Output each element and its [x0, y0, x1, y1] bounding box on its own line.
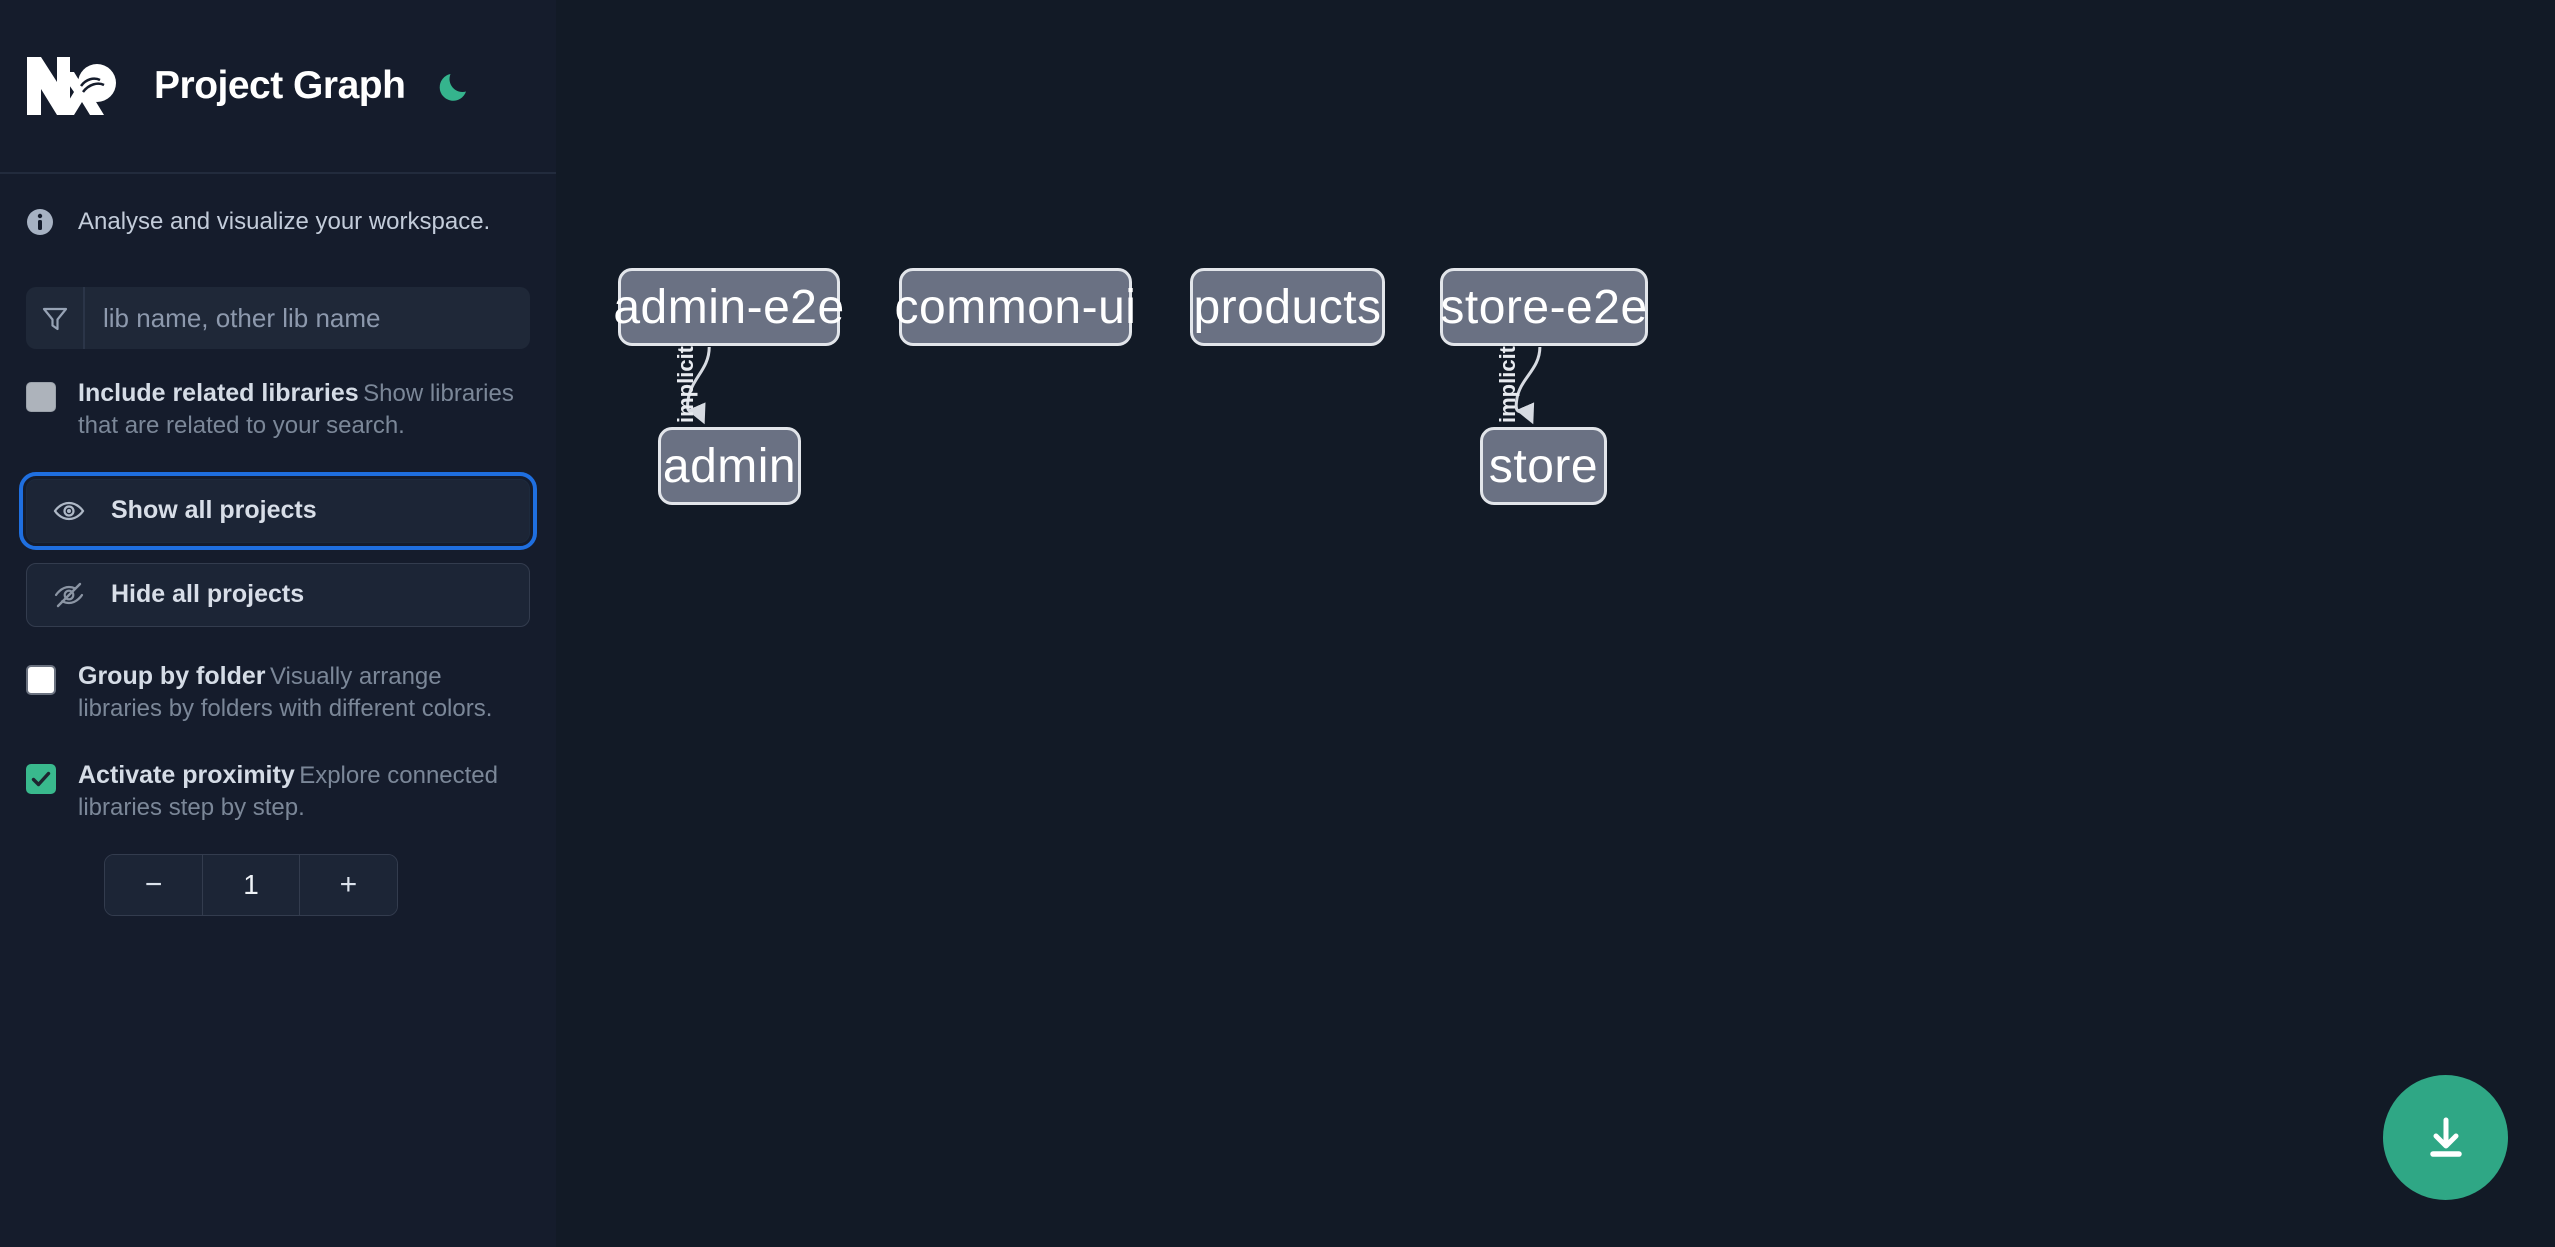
info-icon	[26, 208, 54, 236]
hide-all-projects-button[interactable]: Hide all projects	[26, 562, 530, 627]
show-all-projects-label: Show all projects	[111, 496, 317, 525]
filter-field[interactable]	[26, 287, 530, 349]
funnel-icon	[26, 287, 85, 349]
graph-node-products[interactable]: products	[1190, 268, 1385, 346]
sidebar: Project Graph Analyse and visualize your…	[0, 0, 556, 1247]
activate-proximity-checkbox[interactable]	[26, 763, 56, 794]
option-activate-proximity[interactable]: Activate proximity Explore connected lib…	[26, 760, 530, 825]
option-description: Explore connected libraries step by step…	[78, 761, 498, 821]
graph-node-admin-e2e[interactable]: admin-e2e	[613, 268, 844, 346]
moon-icon[interactable]	[435, 66, 475, 106]
hide-all-projects-label: Hide all projects	[111, 580, 305, 609]
search-input[interactable]	[85, 287, 530, 349]
graph-edges	[686, 346, 1542, 425]
graph-node-admin[interactable]: admin	[658, 427, 801, 505]
graph-node-store-e2e[interactable]: store-e2e	[1440, 268, 1648, 346]
sidebar-header: Project Graph	[0, 0, 556, 174]
sidebar-tagline: Analyse and visualize your workspace.	[0, 174, 556, 270]
graph-canvas[interactable]: implicit implicit admin-e2e common-ui pr…	[556, 0, 2555, 1247]
proximity-value: 1	[202, 855, 300, 916]
proximity-stepper[interactable]: − 1 +	[104, 854, 398, 917]
download-icon	[2429, 1117, 2462, 1157]
proximity-decrement-button[interactable]: −	[105, 855, 203, 916]
graph-node-store[interactable]: store	[1480, 427, 1607, 505]
option-label: Include related libraries	[78, 379, 359, 407]
sidebar-body: Include related libraries Show libraries…	[0, 287, 556, 917]
page-title: Project Graph	[154, 64, 406, 107]
eye-off-icon	[53, 579, 85, 611]
option-description: Show libraries that are related to your …	[78, 380, 514, 440]
show-all-projects-button[interactable]: Show all projects	[19, 471, 537, 550]
option-group-by-folder[interactable]: Group by folder Visually arrange librari…	[26, 661, 530, 726]
edge-label-admin-implicit: implicit	[673, 345, 698, 423]
option-label: Activate proximity	[78, 760, 295, 789]
option-label: Group by folder	[78, 661, 266, 690]
download-graph-button[interactable]	[2383, 1075, 2508, 1200]
tagline-text: Analyse and visualize your workspace.	[78, 208, 491, 235]
edge-label-store-implicit: implicit	[1495, 345, 1520, 423]
eye-icon	[53, 495, 85, 527]
group-by-folder-checkbox[interactable]	[26, 664, 56, 695]
option-description: Visually arrange libraries by folders wi…	[78, 662, 493, 723]
option-include-related-libraries[interactable]: Include related libraries Show libraries…	[26, 378, 530, 443]
include-related-libraries-checkbox[interactable]	[26, 382, 56, 412]
proximity-increment-button[interactable]: +	[299, 855, 397, 916]
nx-logo-icon	[26, 55, 122, 117]
graph-node-common-ui[interactable]: common-ui	[895, 268, 1136, 346]
